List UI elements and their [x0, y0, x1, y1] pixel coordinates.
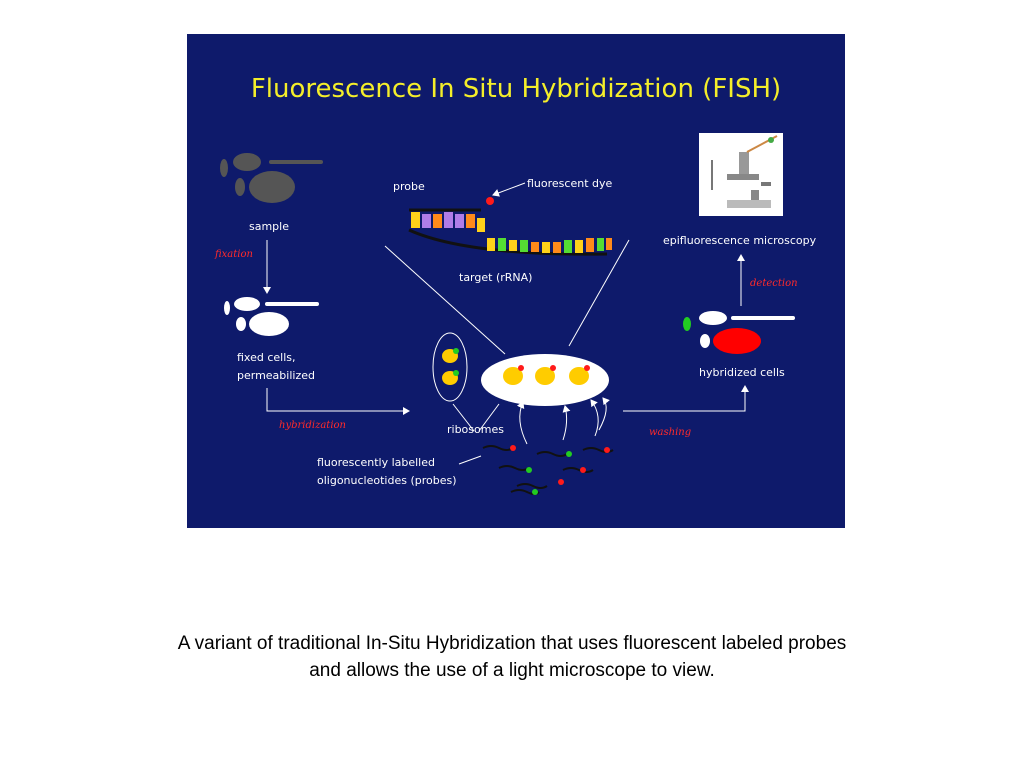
probe-dye-dots-icon — [510, 445, 610, 495]
detection-label: detection — [750, 278, 798, 289]
probes-label-2: oligonucleotides (probes) — [317, 474, 457, 487]
ribosome-cell-icon — [481, 354, 609, 406]
sample-cells-icon — [220, 153, 323, 203]
ribosomes-label: ribosomes — [447, 423, 504, 436]
sample-label: sample — [249, 220, 289, 233]
fixed-cells-icon — [224, 297, 319, 336]
probes-label-1: fluorescently labelled — [317, 456, 435, 469]
fluorescent-dye-label: fluorescent dye — [527, 177, 612, 190]
fish-diagram: Fluorescence In Situ Hybridization (FISH… — [214, 74, 817, 495]
hybridization-label: hybridization — [279, 420, 346, 431]
fluorescent-dye-icon — [486, 197, 494, 205]
probe-label: probe — [393, 180, 425, 193]
caption-line-1: A variant of traditional In-Situ Hybridi… — [177, 633, 847, 654]
hybridized-cells-label: hybridized cells — [699, 366, 785, 379]
microscope-icon — [699, 133, 783, 216]
microscopy-label: epifluorescence microscopy — [663, 234, 817, 247]
slide-caption: A variant of traditional In-Situ Hybridi… — [112, 630, 912, 684]
diagram-title: Fluorescence In Situ Hybridization (FISH… — [251, 74, 781, 104]
caption-line-2: and allows the use of a light microscope… — [309, 660, 715, 681]
fixed-cells-label-2: permeabilized — [237, 369, 315, 382]
oligonucleotide-probes-icon — [482, 445, 614, 495]
fixation-label: fixation — [214, 249, 253, 260]
target-label: target (rRNA) — [459, 271, 532, 284]
ribosomes-detail-icon — [432, 332, 468, 402]
probe-target-strand-icon — [408, 208, 612, 256]
washing-label: washing — [649, 427, 691, 438]
hybridized-cells-icon — [683, 311, 795, 354]
fish-diagram-panel: Fluorescence In Situ Hybridization (FISH… — [187, 34, 845, 528]
fixed-cells-label-1: fixed cells, — [237, 351, 296, 364]
